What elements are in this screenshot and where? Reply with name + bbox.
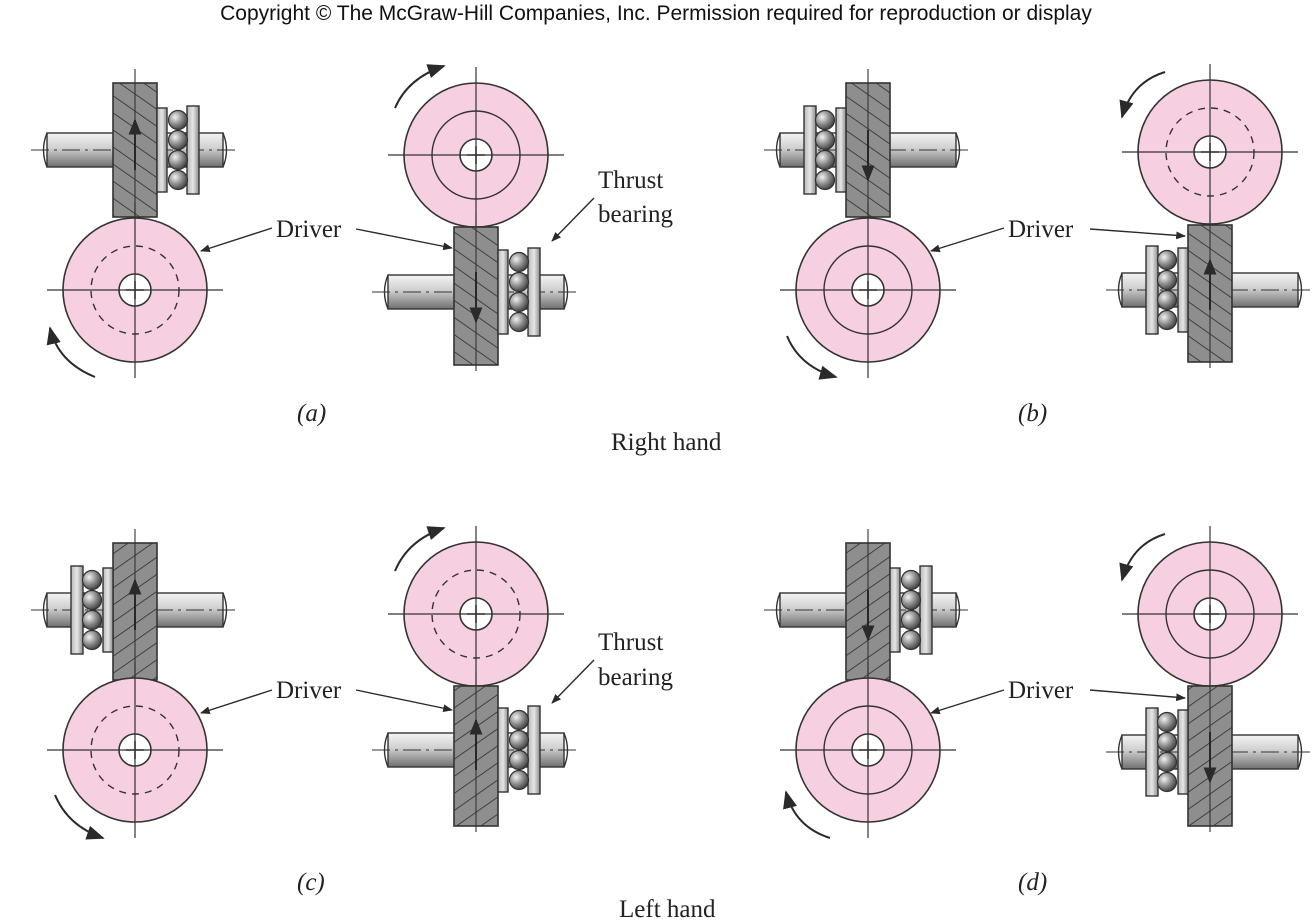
bearing-ball xyxy=(167,129,189,151)
bearing-ball xyxy=(81,589,103,611)
bearing-ball xyxy=(167,169,189,191)
driver-label-d: Driver xyxy=(1008,677,1074,704)
bearing-race xyxy=(527,247,541,337)
driver-leader-c-worm xyxy=(355,689,453,713)
worm-assembly-d-top xyxy=(764,529,972,686)
bearing-race xyxy=(102,567,114,653)
wheel-d-upper xyxy=(1122,526,1298,702)
rotation-arrow-b-lower xyxy=(786,335,838,380)
driver-leader-b-worm xyxy=(1089,228,1186,240)
worm-assembly-c-top xyxy=(31,529,239,686)
thrust-leader-c xyxy=(551,659,595,704)
driver-leader-a-worm xyxy=(355,228,453,251)
wheel-a-lower xyxy=(47,202,223,378)
thrust-label-a-line2: bearing xyxy=(598,201,673,228)
worm-assembly-d-bottom xyxy=(1106,672,1312,832)
bearing-race xyxy=(803,105,817,195)
rotation-arrow-a-upper xyxy=(394,64,446,109)
caption-b: (b) xyxy=(1018,400,1047,427)
rotation-arrow-d-upper xyxy=(1119,533,1166,582)
bearing-race xyxy=(1145,245,1159,335)
bearing-ball xyxy=(81,569,103,591)
bearing-ball xyxy=(900,629,922,651)
bearing-ball xyxy=(508,749,530,771)
driver-leader-b-wheel xyxy=(930,227,1005,253)
thrust-label-c-line2: bearing xyxy=(598,664,673,691)
bearing-race xyxy=(835,107,847,193)
bearing-ball xyxy=(508,251,530,273)
bearing-ball xyxy=(814,129,836,151)
bearing-race xyxy=(527,705,541,795)
driver-leader-d-wheel xyxy=(930,689,1005,715)
wheel-c-upper xyxy=(388,526,564,702)
bearing-ball xyxy=(1156,289,1178,311)
bearing-ball xyxy=(81,609,103,631)
bearing-race xyxy=(497,249,509,335)
driver-leader-d-worm xyxy=(1089,689,1186,702)
bearing-ball xyxy=(1156,771,1178,793)
bearing-ball xyxy=(508,769,530,791)
gear-drawing xyxy=(31,64,1312,840)
caption-a: (a) xyxy=(297,400,326,427)
bearing-ball xyxy=(1156,711,1178,733)
bearing-ball xyxy=(814,169,836,191)
rotation-arrow-b-upper xyxy=(1119,71,1166,119)
wheel-b-upper xyxy=(1122,64,1298,240)
wheel-c-lower xyxy=(47,662,223,838)
section-right-hand: Right hand xyxy=(611,429,722,456)
wheel-b-lower xyxy=(780,202,956,378)
section-left-hand: Left hand xyxy=(619,896,716,921)
bearing-ball xyxy=(900,569,922,591)
bearing-ball xyxy=(508,311,530,333)
bearing-race xyxy=(70,565,84,655)
driver-label-c: Driver xyxy=(276,677,342,704)
bearing-ball xyxy=(508,729,530,751)
driver-label-a: Driver xyxy=(276,216,342,243)
driver-label-b: Driver xyxy=(1008,216,1074,243)
bearing-ball xyxy=(167,149,189,171)
bearing-ball xyxy=(814,109,836,131)
bearing-ball xyxy=(814,149,836,171)
bearing-ball xyxy=(1156,731,1178,753)
bearing-race xyxy=(1145,707,1159,797)
worm-assembly-a-bottom xyxy=(372,213,580,371)
driver-leader-c-wheel xyxy=(200,689,273,715)
thrust-label-a-line1: Thrust xyxy=(598,167,663,194)
bearing-race xyxy=(156,107,168,193)
thrust-label-c-line1: Thrust xyxy=(598,629,663,656)
rotation-arrow-c-lower xyxy=(54,794,105,840)
bearing-ball xyxy=(167,109,189,131)
wheel-d-lower xyxy=(780,662,956,838)
bearing-ball xyxy=(1156,751,1178,773)
bearing-race xyxy=(889,567,901,653)
bearing-ball xyxy=(508,709,530,731)
bearing-ball xyxy=(1156,269,1178,291)
bearing-ball xyxy=(81,629,103,651)
bearing-race xyxy=(1177,709,1189,795)
bearing-ball xyxy=(900,589,922,611)
copyright-notice: Copyright © The McGraw-Hill Companies, I… xyxy=(220,2,1092,25)
bearing-ball xyxy=(1156,309,1178,331)
rotation-arrow-c-upper xyxy=(394,526,446,572)
bearing-race xyxy=(186,105,200,195)
worm-assembly-c-bottom xyxy=(372,672,580,832)
bearing-ball xyxy=(508,271,530,293)
wheel-a-upper xyxy=(388,67,564,243)
rotation-arrow-d-lower xyxy=(783,790,831,839)
thrust-leader-a xyxy=(551,197,595,242)
bearing-ball xyxy=(508,291,530,313)
worm-assembly-a-top xyxy=(31,69,239,223)
caption-d: (d) xyxy=(1018,869,1047,896)
bearing-ball xyxy=(900,609,922,631)
bearing-race xyxy=(1177,247,1189,333)
rotation-arrow-a-lower xyxy=(46,326,96,378)
driver-leader-a-wheel xyxy=(200,227,273,253)
bearing-race xyxy=(497,707,509,793)
bearing-race xyxy=(919,565,933,655)
bearing-ball xyxy=(1156,249,1178,271)
caption-c: (c) xyxy=(297,869,325,896)
worm-assembly-b-top xyxy=(764,69,972,223)
worm-assembly-b-bottom xyxy=(1106,211,1312,368)
